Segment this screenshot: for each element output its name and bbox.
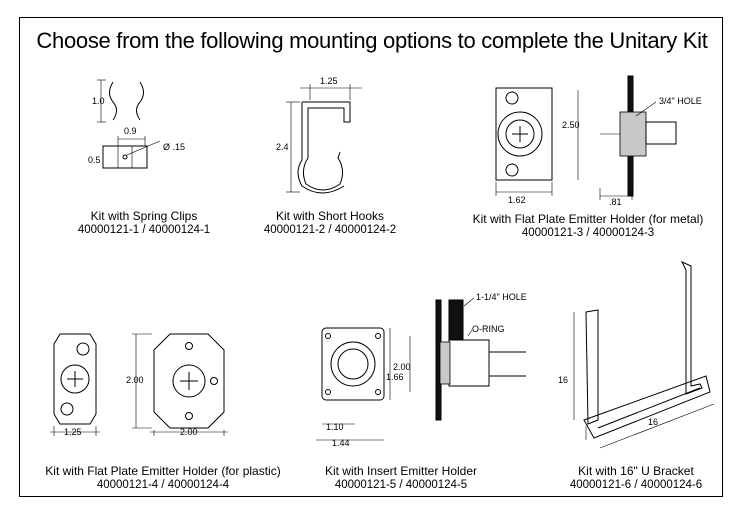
insert-outer-width-label: 1.44 [332, 438, 350, 448]
option-5-caption: Kit with Insert Emitter Holder 40000121-… [306, 464, 496, 492]
insert-holder-drawing: 2.00 1.66 1.10 1.44 1-1/4" HOLE O-RING [316, 292, 527, 448]
bracket-height-label: 16 [558, 375, 568, 385]
spring-height-label: 1.0 [92, 96, 105, 106]
option-1-caption: Kit with Spring Clips 40000121-1 / 40000… [44, 209, 244, 237]
plastic-height-label: 2.00 [126, 375, 144, 385]
option-5-parts: 40000121-5 / 40000124-5 [334, 479, 468, 491]
option-6-name: Kit with 16" U Bracket [578, 464, 694, 478]
insert-hole-label: 1-1/4" HOLE [476, 292, 527, 302]
option-5-name: Kit with Insert Emitter Holder [324, 464, 478, 478]
page-title: Choose from the following mounting optio… [36, 28, 708, 53]
option-3-caption: Kit with Flat Plate Emitter Holder (for … [448, 212, 728, 240]
option-6-caption: Kit with 16" U Bracket 40000121-6 / 4000… [546, 464, 726, 492]
option-6-parts: 40000121-6 / 40000124-6 [569, 479, 703, 491]
option-4-name: Kit with Flat Plate Emitter Holder (for … [45, 464, 281, 478]
spring-width-label: 0.9 [124, 126, 137, 136]
metal-holder-drawing: 1.62 2.50 .81 3/4" HOLE [495, 75, 702, 207]
hook-height-label: 2.4 [276, 142, 289, 152]
insert-seal-label: O-RING [472, 324, 505, 334]
hook-width-label: 1.25 [320, 76, 338, 86]
option-3-parts: 40000121-3 / 40000124-3 [521, 227, 655, 239]
insert-outer-height-label: 2.00 [393, 362, 411, 372]
option-2-caption: Kit with Short Hooks 40000121-2 / 400001… [230, 209, 430, 237]
option-3-name: Kit with Flat Plate Emitter Holder (for … [472, 212, 704, 226]
short-hook-drawing: 1.25 2.4 [276, 76, 362, 194]
metal-depth-label: .81 [609, 197, 622, 207]
option-1-parts: 40000121-1 / 40000124-1 [77, 224, 211, 236]
option-4-parts: 40000121-4 / 40000124-4 [96, 479, 230, 491]
u-bracket-drawing: 16 16 [558, 260, 715, 449]
option-2-name: Kit with Short Hooks [275, 209, 385, 223]
spring-clip-drawing: 1.0 0.9 0.5 Ø .15 [88, 79, 185, 169]
metal-hole-label: 3/4" HOLE [659, 96, 702, 106]
metal-width-label: 1.62 [508, 195, 526, 205]
spring-offset-label: 0.5 [88, 155, 101, 165]
bracket-length-label: 16 [648, 417, 658, 427]
option-4-caption: Kit with Flat Plate Emitter Holder (for … [20, 464, 306, 492]
insert-inner-width-label: 1.10 [326, 422, 344, 432]
plastic-width-label: 2.00 [180, 427, 198, 437]
plastic-small-width-label: 1.25 [64, 427, 82, 437]
insert-inner-height-label: 1.66 [386, 372, 404, 382]
option-1-name: Kit with Spring Clips [90, 209, 198, 223]
panel-border [19, 17, 723, 497]
plastic-holder-drawing: 1.25 2.00 2.00 [50, 333, 228, 437]
spring-hole-label: Ø .15 [163, 142, 185, 152]
metal-height-label: 2.50 [562, 120, 580, 130]
option-2-parts: 40000121-2 / 40000124-2 [263, 224, 397, 236]
